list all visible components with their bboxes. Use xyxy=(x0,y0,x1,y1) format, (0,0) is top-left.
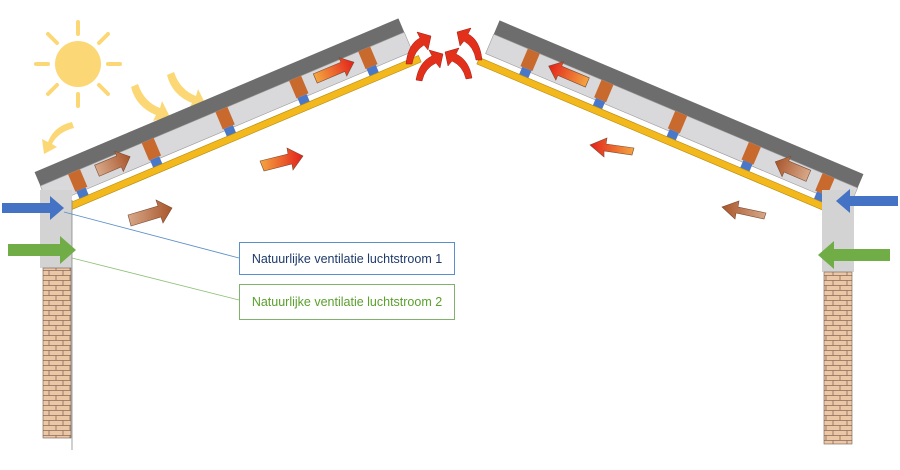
airflow-arrow-icon xyxy=(774,155,812,182)
airflow-arrow-icon xyxy=(721,200,767,220)
sun-ray-arrow-icon xyxy=(42,72,206,154)
airflow-2-inlet-arrow-left xyxy=(8,236,76,264)
leader-line-2 xyxy=(71,257,240,301)
airflow-1-inlet-arrow-right xyxy=(836,189,898,213)
roof-slope-left xyxy=(34,18,422,217)
airflow-arrow-icon xyxy=(312,57,355,84)
airflow-arrow-icon xyxy=(548,61,590,88)
sun-icon xyxy=(34,20,122,108)
exhaust-arrow-icon xyxy=(405,31,432,65)
roof-slope-right xyxy=(476,20,864,219)
wall-right xyxy=(822,190,854,445)
wall-left xyxy=(40,190,73,450)
airflow-arrow-icon xyxy=(127,199,173,227)
airflow-arrow-icon xyxy=(589,137,635,158)
airflow-arrow-icon xyxy=(259,147,304,172)
airflow-1-label: Natuurlijke ventilatie luchtstroom 1 xyxy=(239,242,455,275)
exhaust-arrow-icon xyxy=(415,49,444,82)
exhaust-arrow-icon xyxy=(456,27,483,61)
airflow-2-label: Natuurlijke ventilatie luchtstroom 2 xyxy=(239,284,455,320)
airflow-arrow-icon xyxy=(94,150,131,177)
airflow-2-inlet-arrow-right xyxy=(818,241,890,269)
airflow-1-inlet-arrow-left xyxy=(2,196,64,220)
exhaust-arrow-icon xyxy=(444,47,473,80)
leader-line-1 xyxy=(63,211,240,259)
